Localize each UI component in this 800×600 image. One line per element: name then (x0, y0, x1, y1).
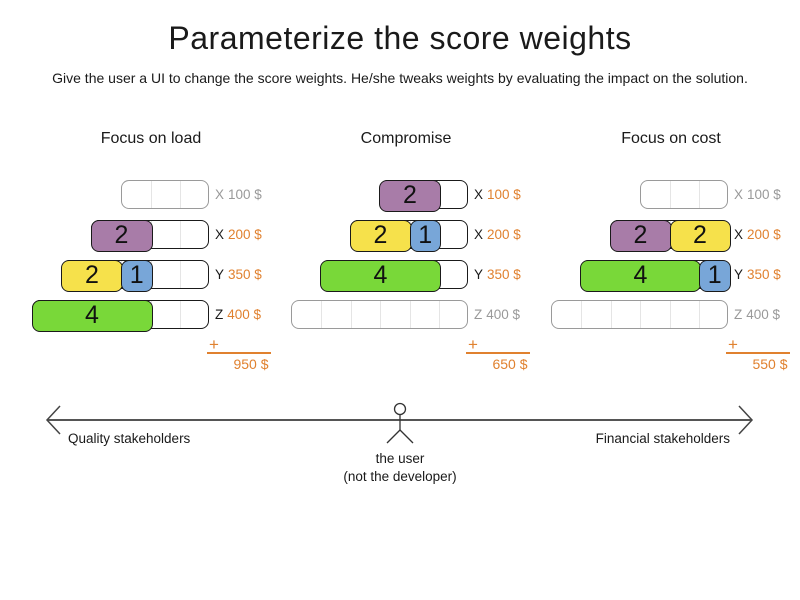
user-stick-figure-icon (386, 402, 414, 444)
user-caption-line2: (not the developer) (343, 469, 457, 484)
row-price: 400 $ (227, 306, 262, 322)
row-letter: Z (215, 306, 224, 322)
sum-line (466, 352, 530, 354)
weight-block-purple: 2 (609, 219, 672, 252)
row-letter: X (734, 226, 744, 242)
cell-divider (669, 181, 671, 208)
row-price: 400 $ (746, 306, 781, 322)
scenario-title: Focus on cost (621, 130, 721, 147)
weight-block-yellow: 2 (349, 219, 412, 252)
total-value: 550 $ (752, 356, 788, 372)
weight-bar: 4 (31, 299, 209, 332)
weight-block-purple: 2 (90, 219, 153, 252)
row-letter: X (474, 186, 484, 202)
row-price: 400 $ (486, 306, 521, 322)
page-subtitle: Give the user a UI to change the score w… (52, 70, 748, 86)
row-letter: Z (474, 306, 483, 322)
cell-divider (669, 301, 671, 328)
cell-divider (180, 181, 181, 208)
row-price: 200 $ (747, 226, 781, 242)
weight-block-yellow: 2 (61, 259, 123, 292)
weight-block-green: 4 (320, 259, 441, 292)
row-letter: Y (734, 266, 744, 282)
cell-divider (150, 181, 152, 208)
cell-divider (180, 301, 181, 328)
row-price: 350 $ (228, 266, 262, 282)
weight-bar (291, 300, 468, 329)
sum-line (207, 352, 271, 354)
left-arrowhead-icon (45, 405, 61, 435)
row-letter: X (474, 226, 484, 242)
row-letter: Y (474, 266, 484, 282)
cell-divider (180, 221, 181, 248)
cell-divider (581, 301, 582, 328)
cell-divider (321, 301, 322, 328)
weight-block-blue: 1 (699, 259, 731, 292)
weight-bar (639, 180, 728, 209)
cell-divider (610, 301, 612, 328)
cell-divider (699, 181, 700, 208)
weight-block-yellow: 2 (669, 219, 731, 252)
plus-sign: + (209, 335, 219, 354)
weight-bar: 4 (320, 259, 468, 292)
total-value: 950 $ (233, 356, 269, 372)
row-price: 100 $ (487, 186, 521, 202)
weight-bar: 2 (90, 219, 209, 252)
row-price: 100 $ (228, 186, 262, 202)
weight-block-blue: 1 (409, 219, 441, 252)
row-letter: X (215, 186, 225, 202)
cell-divider (180, 261, 181, 288)
row-price: 200 $ (228, 226, 262, 242)
weight-block-purple: 2 (379, 179, 441, 212)
cell-divider (350, 301, 352, 328)
cell-divider (409, 301, 411, 328)
user-caption-line1: the user (375, 451, 425, 466)
financial-stakeholders-label: Financial stakeholders (595, 431, 730, 446)
weight-block-green: 4 (580, 259, 701, 292)
weight-bar (551, 300, 728, 329)
quality-stakeholders-label: Quality stakeholders (68, 431, 191, 446)
total-value: 650 $ (492, 356, 528, 372)
cell-divider (439, 301, 440, 328)
plus-sign: + (468, 335, 478, 354)
row-letter: Z (734, 306, 743, 322)
row-letter: Y (215, 266, 225, 282)
cell-divider (380, 301, 381, 328)
row-price: 350 $ (747, 266, 781, 282)
weight-bar (120, 180, 209, 209)
weight-block-green: 4 (31, 299, 153, 332)
scenario-title: Focus on load (100, 130, 202, 147)
weight-block-blue: 1 (121, 259, 153, 292)
cell-divider (699, 301, 700, 328)
row-letter: X (215, 226, 225, 242)
row-letter: X (734, 186, 744, 202)
page-title: Parameterize the score weights (168, 20, 632, 56)
sum-line (726, 352, 790, 354)
scenario-title: Compromise (360, 130, 452, 147)
right-arrowhead-icon (738, 405, 754, 435)
plus-sign: + (728, 335, 738, 354)
cell-divider (640, 301, 641, 328)
row-price: 100 $ (747, 186, 781, 202)
weight-bar: 2 (379, 179, 468, 212)
row-price: 200 $ (487, 226, 521, 242)
row-price: 350 $ (487, 266, 521, 282)
